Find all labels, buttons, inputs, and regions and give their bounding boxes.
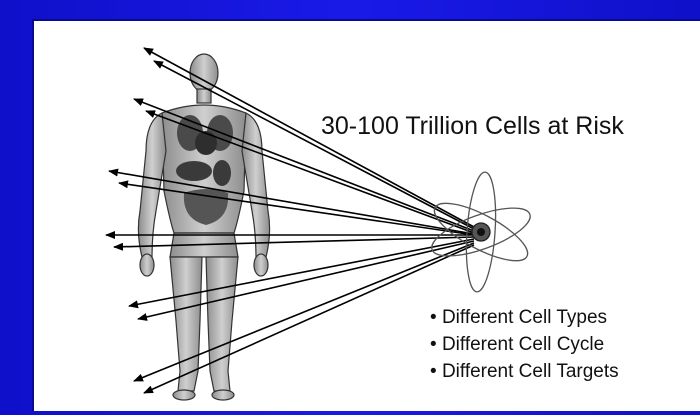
bullet-list: Different Cell Types Different Cell Cycl… [430,304,619,385]
content-panel: 30-100 Trillion Cells at Risk Different … [32,19,700,411]
bullet-item: Different Cell Types [430,304,619,331]
atom-icon [426,171,535,293]
arrow-5 [109,171,474,234]
arrow-8 [114,237,474,247]
radiation-arrows [106,48,474,393]
slide-title: 30-100 Trillion Cells at Risk [321,112,624,141]
bullet-item: Different Cell Targets [430,358,619,385]
bullet-item: Different Cell Cycle [430,331,619,358]
